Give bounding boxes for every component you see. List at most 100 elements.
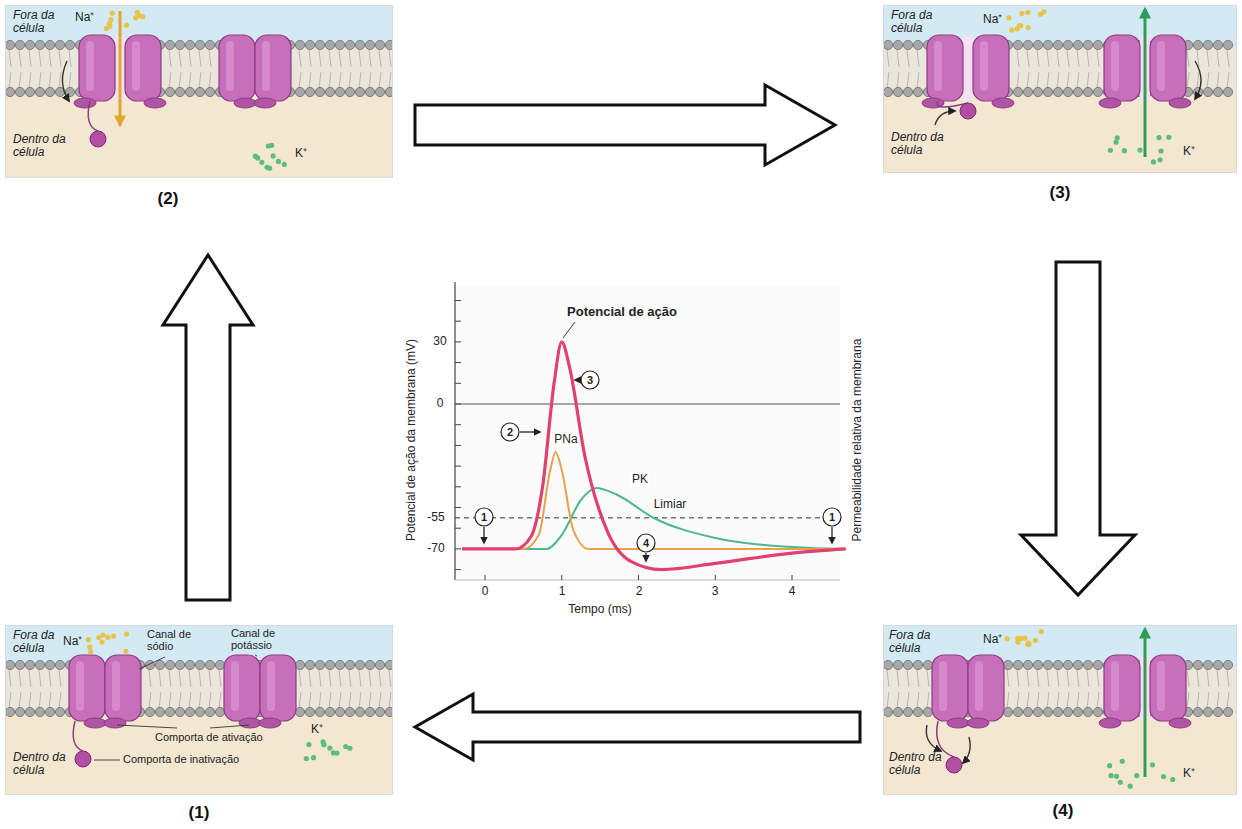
lipid-tail (349, 50, 351, 67)
lipid-head (345, 660, 354, 669)
lipid-tail (1197, 670, 1199, 687)
lipid-tail (19, 670, 21, 687)
lipid-head (933, 40, 942, 49)
axis-tick: -55 (427, 511, 444, 524)
lipid-head (385, 87, 393, 96)
activation-gate (947, 718, 969, 728)
panel-label: K⁺ (1183, 145, 1195, 158)
sodium-ion (1009, 27, 1014, 32)
lipid-tail (239, 50, 241, 67)
lipid-head (1223, 87, 1232, 96)
x-tick (561, 575, 562, 580)
lipid-tail (1097, 72, 1099, 88)
lipid-head (1173, 660, 1182, 669)
channel-subunit (219, 35, 255, 101)
lipid-head (365, 40, 374, 49)
inactivation-tether (937, 101, 968, 107)
lipid-head (205, 87, 214, 96)
lipid-head (943, 87, 952, 96)
callout-number: 2 (507, 426, 513, 438)
lipid-tail (1197, 692, 1199, 708)
lipid-tail (99, 50, 101, 67)
lipid-tail (927, 50, 929, 67)
lipid-tail (967, 670, 969, 687)
state-panel: Fora da célulaNa⁺Canal de sódioCanal de … (5, 625, 393, 829)
lipid-head (165, 40, 174, 49)
lipid-tail (907, 72, 909, 88)
activation-gate (254, 98, 276, 108)
channel-highlight (132, 41, 140, 91)
lipid-tail (1207, 50, 1209, 67)
lipid-head (155, 707, 164, 716)
potassium-ion (1115, 135, 1120, 140)
lipid-tail (119, 692, 121, 708)
lipid-head (1193, 87, 1202, 96)
channel-pore (963, 35, 973, 101)
lipid-tail (209, 670, 211, 687)
lipid-tail (179, 692, 181, 708)
lipid-head (1033, 40, 1042, 49)
sodium-ion (111, 633, 116, 638)
channel-highlight (262, 41, 270, 91)
channel-subunit (1150, 655, 1186, 721)
lipid-tail (49, 670, 51, 687)
lipid-head (15, 660, 24, 669)
axis-title: Potencial de ação da membrana (mV) (405, 339, 418, 541)
lipid-tail (917, 670, 919, 687)
lipid-tail (887, 50, 889, 67)
lipid-head (1033, 707, 1042, 716)
lipid-tail (59, 670, 61, 687)
sodium-ion (1039, 629, 1044, 634)
lipid-head (1003, 40, 1012, 49)
lipid-head (385, 707, 393, 716)
lipid-tail (1197, 72, 1199, 88)
lipid-tail (169, 692, 171, 708)
lipid-head (5, 707, 14, 716)
lipid-head (913, 707, 922, 716)
lipid-head (175, 40, 184, 49)
action-potential-curve (462, 342, 846, 570)
lipid-tail (947, 72, 949, 88)
sodium-ion (1019, 11, 1024, 16)
lipid-head (45, 660, 54, 669)
lipid-tail (289, 50, 291, 67)
leader-line (563, 322, 575, 338)
potassium-ion (1157, 157, 1162, 162)
sodium-ion (140, 14, 145, 19)
potassium-ion (271, 153, 276, 158)
sodium-ion (105, 635, 110, 640)
lipid-tail (957, 670, 959, 687)
potassium-ion (1128, 784, 1133, 789)
lipid-tail (109, 692, 111, 708)
callout-pointer (520, 431, 540, 432)
lipid-tail (199, 72, 201, 88)
lipid-head (245, 87, 254, 96)
lipid-tail (997, 72, 999, 88)
lipid-tail (887, 72, 889, 88)
lipid-tail (1177, 670, 1179, 687)
lipid-tail (1117, 670, 1119, 687)
lipid-head (913, 87, 922, 96)
lipid-head (993, 87, 1002, 96)
lipid-tail (1027, 72, 1029, 88)
lipid-head (65, 707, 74, 716)
potassium-ion (1134, 773, 1139, 778)
lipid-tail (319, 50, 321, 67)
lipid-tail (169, 670, 171, 687)
lipid-tail (59, 692, 61, 708)
lipid-tail (887, 692, 889, 708)
lipid-tail (1097, 692, 1099, 708)
state-panel: Fora da célulaNa⁺Dentro da célulaK⁺(3) (883, 5, 1237, 210)
lipid-head (1043, 40, 1052, 49)
y-tick (455, 341, 461, 342)
inactivation-gate (90, 131, 106, 147)
lipid-head (983, 87, 992, 96)
lipid-tail (129, 72, 131, 88)
lipid-head (45, 40, 54, 49)
curve-label: PNa (553, 433, 578, 446)
lipid-tail (229, 692, 231, 708)
lipid-tail (189, 670, 191, 687)
activation-gate (239, 718, 261, 728)
lipid-tail (329, 72, 331, 88)
lipid-tail (9, 72, 11, 88)
